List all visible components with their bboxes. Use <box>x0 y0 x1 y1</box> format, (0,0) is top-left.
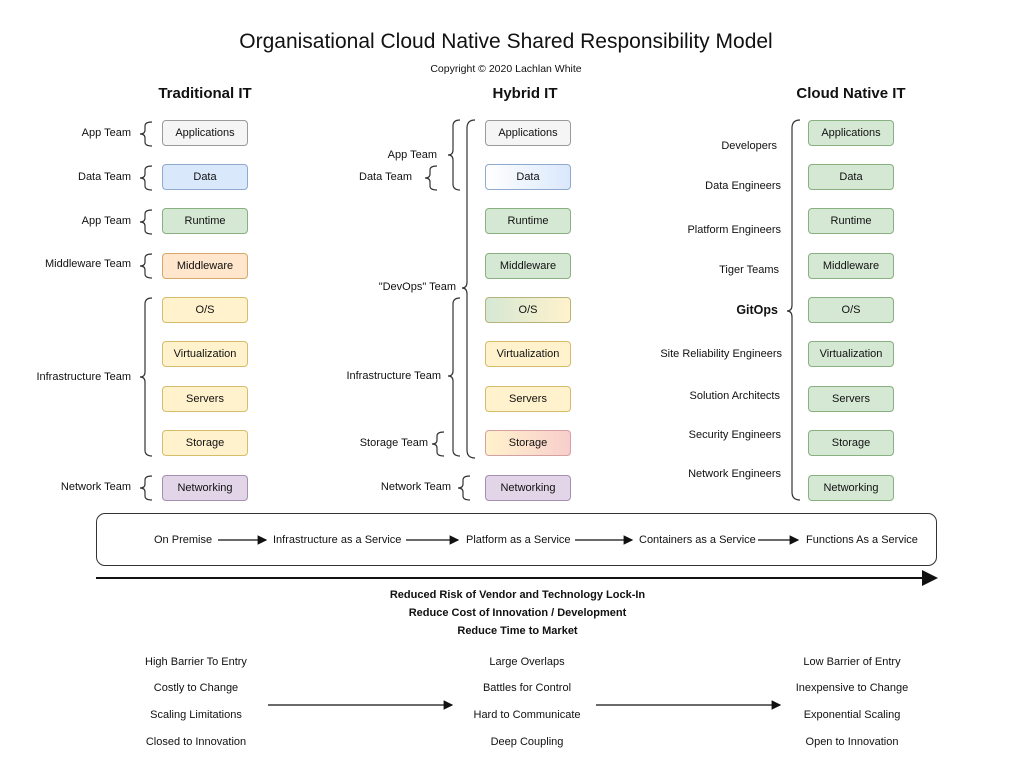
bracket-hybrid-devops <box>461 119 476 459</box>
cloud-box-storage: Storage <box>808 430 894 456</box>
service-model-flow-box <box>96 513 937 566</box>
flow-step-iaas: Infrastructure as a Service <box>273 534 402 546</box>
trait-hybrid-1: Large Overlaps <box>489 656 565 668</box>
bracket-trad-network <box>139 475 153 501</box>
copyright-text: Copyright © 2020 Lachlan White <box>430 63 582 75</box>
flow-step-paas: Platform as a Service <box>466 534 571 546</box>
trad-box-applications: Applications <box>162 120 248 146</box>
trad-team-network: Network Team <box>60 481 131 493</box>
bracket-hybrid-app <box>447 119 461 191</box>
hybrid-team-data: Data Team <box>359 171 412 183</box>
cloud-role-tiger-teams: Tiger Teams <box>719 264 779 276</box>
diagram-title: Organisational Cloud Native Shared Respo… <box>239 30 773 53</box>
cloud-role-platform-engineers: Platform Engineers <box>687 224 781 236</box>
cloud-role-site-reliability-engineers: Site Reliability Engineers <box>660 348 782 360</box>
hybrid-team-app: App Team <box>387 149 437 161</box>
hybrid-box-applications: Applications <box>485 120 571 146</box>
cloud-box-runtime: Runtime <box>808 208 894 234</box>
bracket-trad-infra <box>139 297 153 457</box>
hybrid-box-middleware: Middleware <box>485 253 571 279</box>
trad-box-runtime: Runtime <box>162 208 248 234</box>
bracket-trad-middleware <box>139 253 153 279</box>
heading-hybrid-it: Hybrid IT <box>492 85 558 102</box>
bracket-hybrid-storage <box>431 431 445 457</box>
cloud-box-applications: Applications <box>808 120 894 146</box>
trait-traditional-3: Scaling Limitations <box>150 709 242 721</box>
trad-team-runtime: App Team <box>81 215 131 227</box>
heading-traditional-it: Traditional IT <box>158 85 252 102</box>
trad-box-middleware: Middleware <box>162 253 248 279</box>
flow-step-faas: Functions As a Service <box>806 534 918 546</box>
hybrid-box-storage: Storage <box>485 430 571 456</box>
trait-hybrid-3: Hard to Communicate <box>473 709 581 721</box>
cloud-role-data-engineers: Data Engineers <box>705 180 781 192</box>
bracket-trad-data <box>139 165 153 191</box>
trad-box-servers: Servers <box>162 386 248 412</box>
cloud-box-virtualization: Virtualization <box>808 341 894 367</box>
cloud-role-solution-architects: Solution Architects <box>689 390 781 402</box>
hybrid-box-data: Data <box>485 164 571 190</box>
bracket-trad-runtime <box>139 209 153 235</box>
flow-step-caas: Containers as a Service <box>639 534 756 546</box>
trait-hybrid-2: Battles for Control <box>482 682 572 694</box>
bracket-hybrid-infra <box>447 297 461 457</box>
trait-traditional-4: Closed to Innovation <box>145 736 247 748</box>
hybrid-team-network: Network Team <box>380 481 451 493</box>
bracket-trad-app <box>139 121 153 147</box>
heading-cloud-native-it: Cloud Native IT <box>796 85 906 102</box>
benefit-vendor-lock-in: Reduced Risk of Vendor and Technology Lo… <box>389 589 646 601</box>
trait-traditional-1: High Barrier To Entry <box>145 656 247 668</box>
trait-traditional-2: Costly to Change <box>153 682 239 694</box>
cloud-role-developers: Developers <box>721 140 777 152</box>
trait-cloud-1: Low Barrier of Entry <box>803 656 901 668</box>
benefit-time-to-market: Reduce Time to Market <box>457 625 578 637</box>
trad-box-os: O/S <box>162 297 248 323</box>
trait-cloud-4: Open to Innovation <box>805 736 899 748</box>
trad-team-data: Data Team <box>78 171 131 183</box>
trad-box-data: Data <box>162 164 248 190</box>
trait-hybrid-4: Deep Coupling <box>490 736 564 748</box>
cloud-role-network-engineers: Network Engineers <box>688 468 781 480</box>
trait-cloud-2: Inexpensive to Change <box>795 682 909 694</box>
bracket-hybrid-network <box>457 475 471 501</box>
hybrid-box-os: O/S <box>485 297 571 323</box>
cloud-box-servers: Servers <box>808 386 894 412</box>
trait-cloud-3: Exponential Scaling <box>803 709 901 721</box>
bracket-cloud-gitops <box>786 119 801 501</box>
hybrid-team-storage: Storage Team <box>359 437 428 449</box>
trad-team-app: App Team <box>81 127 131 139</box>
flow-step-on-premise: On Premise <box>154 534 213 546</box>
trad-box-networking: Networking <box>162 475 248 501</box>
benefit-cost-of-innovation: Reduce Cost of Innovation / Development <box>408 607 627 619</box>
cloud-box-networking: Networking <box>808 475 894 501</box>
hybrid-team-devops: "DevOps" Team <box>378 281 456 293</box>
hybrid-box-virtualization: Virtualization <box>485 341 571 367</box>
hybrid-box-runtime: Runtime <box>485 208 571 234</box>
cloud-box-os: O/S <box>808 297 894 323</box>
cloud-box-data: Data <box>808 164 894 190</box>
cloud-box-middleware: Middleware <box>808 253 894 279</box>
trad-box-virtualization: Virtualization <box>162 341 248 367</box>
trad-box-storage: Storage <box>162 430 248 456</box>
cloud-gitops-label: GitOps <box>736 303 778 317</box>
hybrid-team-infrastructure: Infrastructure Team <box>346 370 441 382</box>
hybrid-box-servers: Servers <box>485 386 571 412</box>
trad-team-middleware: Middleware Team <box>44 258 131 270</box>
cloud-role-security-engineers: Security Engineers <box>688 429 781 441</box>
trad-team-infrastructure: Infrastructure Team <box>36 371 131 383</box>
hybrid-box-networking: Networking <box>485 475 571 501</box>
bracket-hybrid-data <box>424 165 438 191</box>
